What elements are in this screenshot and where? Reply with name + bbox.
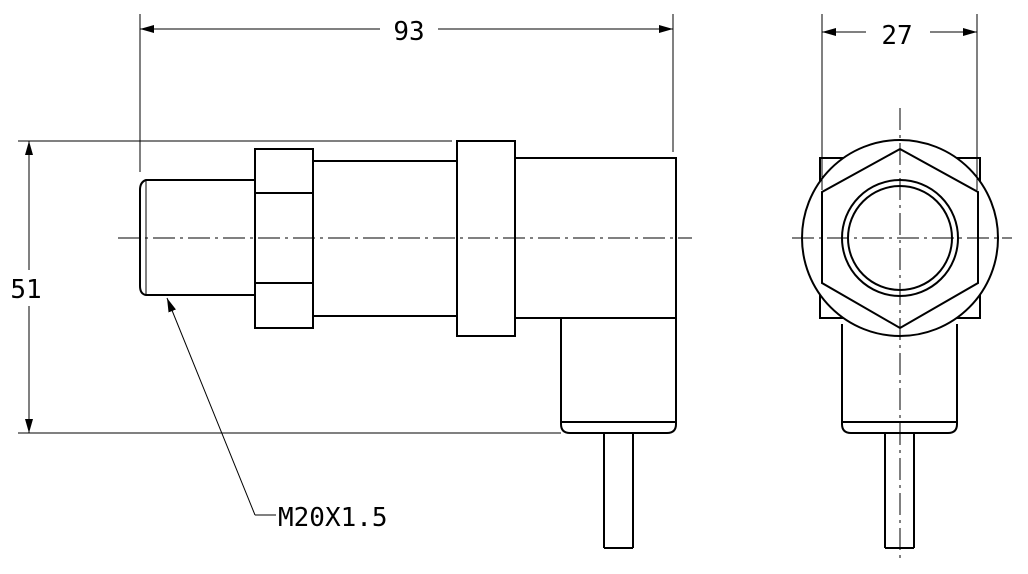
end-view: [792, 108, 1012, 560]
dimension-width: 27: [821, 14, 978, 190]
dimension-27-label: 27: [881, 21, 912, 51]
dimension-51-label: 51: [10, 275, 41, 305]
connector: [560, 318, 677, 434]
housing: [515, 157, 677, 319]
dimension-length: 93: [139, 14, 674, 172]
thread-leader: M20X1.5: [166, 297, 388, 533]
dimension-93-label: 93: [393, 17, 424, 47]
side-view: [118, 140, 692, 549]
dimension-height: 51: [10, 140, 561, 434]
thread-callout-label: M20X1.5: [278, 503, 388, 533]
